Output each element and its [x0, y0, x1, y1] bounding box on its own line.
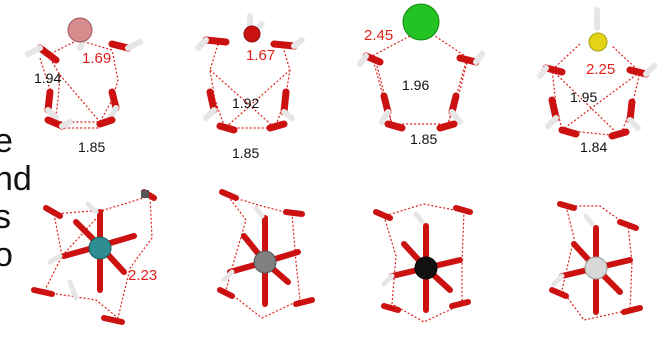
water-molecules: [195, 13, 305, 134]
bottom-cluster-1: 2.23: [31, 189, 157, 325]
top-cluster-2: 1.67 1.92 1.85: [195, 13, 305, 161]
marker-square: [141, 190, 149, 198]
left-text-line-2: nd: [0, 160, 32, 198]
top-cluster-4: 2.25 1.95 1.84: [537, 7, 657, 155]
left-text-line-4: o: [0, 236, 13, 274]
center-distance-label: 1.69: [82, 50, 111, 67]
ring-distance-label: 1.92: [232, 95, 259, 111]
water-molecules: [537, 7, 657, 140]
left-clipped-text: e nd s o: [0, 122, 32, 274]
bottom-distance-label: 1.85: [410, 131, 437, 147]
top-cluster-3: 2.45 1.96 1.85: [357, 3, 485, 147]
center-distance-label: 1.67: [246, 47, 275, 64]
center-atom: [67, 17, 93, 43]
ring-distance-label: 1.94: [34, 70, 61, 86]
center-distance-label: 2.45: [364, 27, 393, 44]
ring-distance-label: 1.96: [402, 77, 429, 93]
center-atom: [402, 3, 440, 41]
water-molecules: [357, 51, 485, 132]
hbond-network: [551, 43, 641, 137]
ring-distance-label: 1.95: [570, 89, 597, 105]
left-text-line-1: e: [0, 122, 13, 160]
center-atom: [253, 250, 277, 274]
center-atom: [414, 256, 438, 280]
bottom-cluster-3: [373, 203, 473, 323]
water-molecules: [217, 189, 315, 307]
center-atom: [88, 236, 112, 260]
center-atom: [588, 32, 608, 52]
hbond-network: [225, 194, 301, 319]
bottom-distance-label: 1.85: [78, 139, 105, 155]
center-atom: [243, 25, 261, 43]
top-cluster-1: 1.69 1.94 1.85: [25, 17, 143, 155]
center-distance-label: 2.25: [586, 61, 615, 78]
bottom-distance-label: 1.84: [580, 139, 607, 155]
left-text-line-3: s: [0, 198, 11, 236]
hbond-network: [561, 205, 633, 321]
distance-label: 2.23: [128, 267, 157, 284]
hbond-network: [209, 43, 291, 129]
water-molecules: [25, 37, 143, 130]
bottom-cluster-2: [217, 189, 315, 319]
bottom-cluster-4: [549, 201, 643, 321]
center-atom: [584, 256, 608, 280]
bottom-distance-label: 1.85: [232, 145, 259, 161]
